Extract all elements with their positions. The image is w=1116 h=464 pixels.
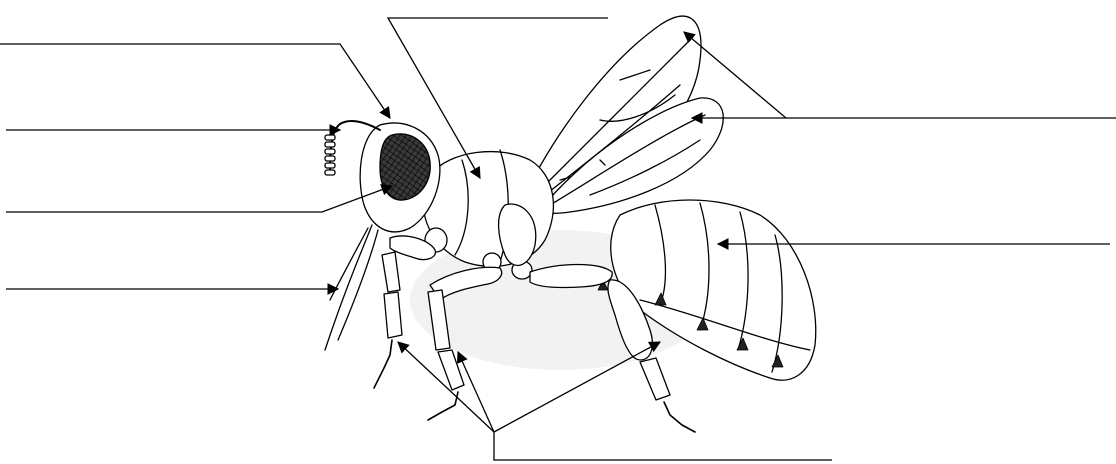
middle-leg-claws	[428, 392, 458, 420]
hind-leg-claws	[664, 402, 695, 432]
hind-leg-tarsus	[640, 358, 670, 400]
leader-middle-leg	[458, 352, 494, 432]
front-leg-tibia	[382, 252, 400, 292]
leader-compound-eye	[6, 186, 392, 212]
hind-leg-femur	[530, 265, 612, 288]
front-leg-claws	[374, 340, 392, 388]
leader-legs-base	[494, 432, 832, 460]
front-leg-tarsus	[384, 292, 402, 338]
proboscis	[325, 225, 378, 350]
leader-head	[0, 44, 390, 118]
